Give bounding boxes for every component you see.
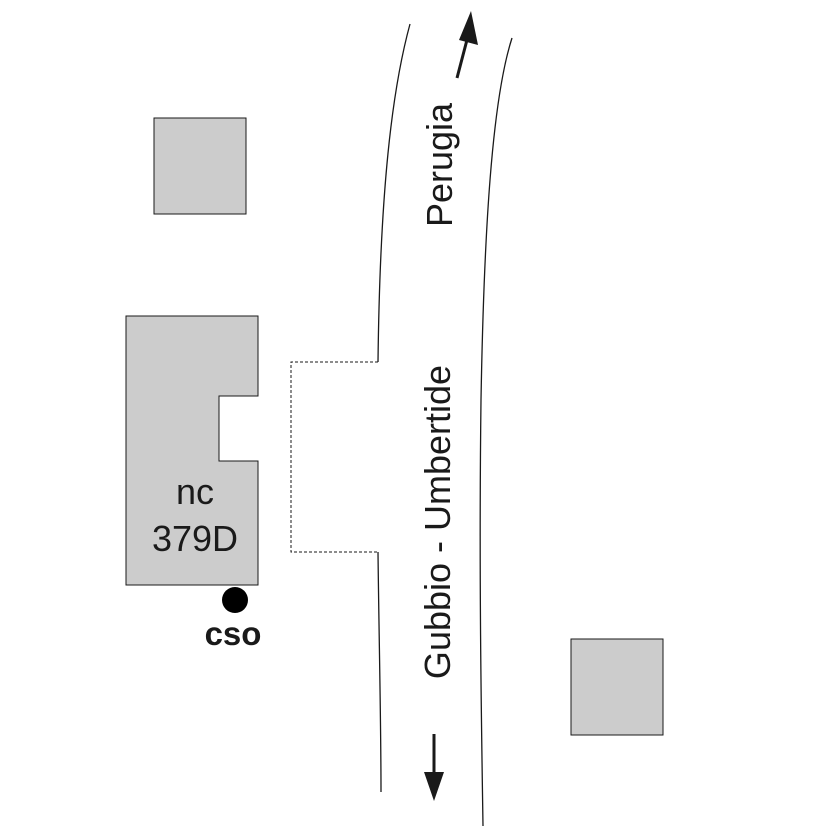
arrow-up-icon	[455, 11, 478, 79]
dot-icon	[222, 587, 248, 613]
building-nc-379d	[125, 315, 259, 586]
road-label-gubbio-umbertide: Gubbio - Umbertide	[417, 365, 458, 679]
building-label-line2: 379D	[152, 518, 238, 559]
dashed-connector	[290, 361, 378, 553]
building-north	[153, 117, 247, 215]
building-southeast	[570, 638, 664, 736]
road-edge-west	[377, 23, 411, 793]
road-edge-east	[479, 37, 513, 827]
road-label-perugia: Perugia	[419, 102, 460, 227]
cso-label: cso	[205, 615, 262, 652]
building-label-line1: nc	[176, 471, 214, 512]
arrow-down-icon	[424, 734, 444, 801]
